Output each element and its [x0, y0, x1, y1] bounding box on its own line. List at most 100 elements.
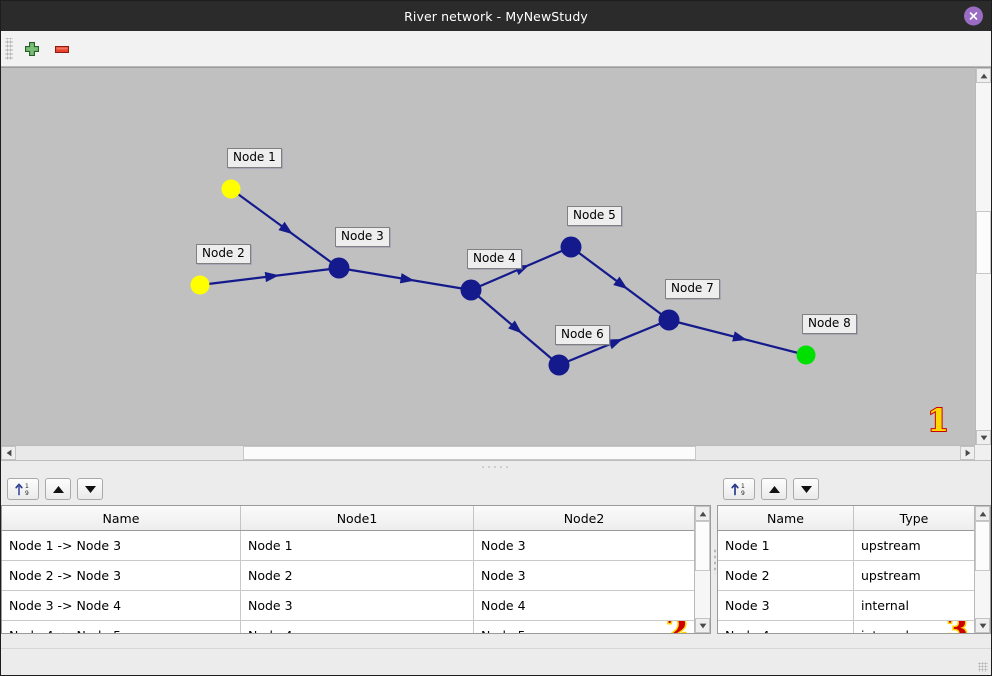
table-cell[interactable]: internal3	[853, 620, 974, 633]
nodes-toolbar: 1 9	[717, 473, 991, 505]
network-node-node-7[interactable]	[658, 309, 680, 331]
nodes-vscroll-track[interactable]	[975, 521, 990, 618]
svg-text:9: 9	[741, 490, 745, 497]
edge-arrow-icon	[732, 331, 748, 342]
column-header-type[interactable]: Type	[853, 506, 974, 531]
table-cell[interactable]: Node 2	[718, 560, 854, 591]
scroll-right-arrow-icon[interactable]	[960, 446, 975, 460]
table-cell[interactable]: Node 1 -> Node 3	[2, 530, 241, 561]
scroll-down-arrow-icon[interactable]	[976, 430, 991, 445]
delete-minus-icon[interactable]	[47, 34, 77, 64]
scroll-up-arrow-icon[interactable]	[976, 68, 991, 83]
title-bar: River network - MyNewStudy	[1, 1, 991, 31]
edge-arrow-icon	[264, 271, 280, 283]
edge-arrow-icon	[607, 338, 623, 350]
annotation-marker-1: 1	[926, 403, 950, 439]
canvas-vscroll-thumb[interactable]	[976, 211, 991, 274]
table-cell[interactable]: upstream	[853, 560, 974, 591]
network-node-node-4[interactable]	[460, 279, 482, 301]
nodes-vertical-scrollbar[interactable]	[974, 506, 990, 633]
table-cell[interactable]: Node 2 -> Node 3	[2, 560, 241, 591]
add-plus-icon[interactable]	[17, 34, 47, 64]
canvas-vscroll-track[interactable]	[976, 83, 991, 430]
canvas-hscroll-track[interactable]	[16, 446, 960, 460]
splitter-grip-icon	[480, 465, 512, 469]
node-label-node-1[interactable]: Node 1	[227, 148, 282, 169]
node-label-node-5[interactable]: Node 5	[567, 206, 622, 227]
toolbar-drag-handle[interactable]	[5, 37, 13, 60]
table-row[interactable]: Node 4internal3	[718, 620, 974, 633]
canvas-horizontal-scrollbar[interactable]	[1, 445, 975, 460]
network-node-node-5[interactable]	[560, 236, 582, 258]
network-node-node-6[interactable]	[548, 354, 570, 376]
table-cell[interactable]: Node 3	[718, 590, 854, 621]
scroll-up-arrow-icon[interactable]	[975, 506, 990, 521]
column-header-node1[interactable]: Node1	[240, 506, 474, 531]
network-node-node-1[interactable]	[221, 179, 241, 199]
reaches-vscroll-track[interactable]	[695, 521, 710, 618]
reaches-pane-footer	[1, 634, 711, 648]
sort-icon[interactable]: 1 9	[7, 478, 39, 500]
table-cell[interactable]: Node 2	[240, 560, 474, 591]
window-resize-grip-icon[interactable]	[978, 662, 988, 672]
network-node-node-8[interactable]	[796, 345, 816, 365]
node-label-node-8[interactable]: Node 8	[802, 314, 857, 335]
edge-arrow-icon	[613, 276, 628, 290]
table-cell[interactable]: Node 1	[718, 530, 854, 561]
network-node-node-3[interactable]	[328, 257, 350, 279]
column-header-name[interactable]: Name	[2, 506, 241, 531]
reaches-vertical-scrollbar[interactable]	[694, 506, 710, 633]
scroll-down-arrow-icon[interactable]	[695, 618, 710, 633]
table-cell[interactable]: Node 4 -> Node 5	[2, 620, 241, 633]
network-node-node-2[interactable]	[190, 275, 210, 295]
arrow-down-icon[interactable]	[77, 478, 103, 500]
svg-text:1: 1	[25, 483, 29, 490]
canvas-vertical-scrollbar[interactable]	[975, 67, 991, 445]
table-cell[interactable]: Node 4	[473, 590, 694, 621]
table-cell[interactable]: internal	[853, 590, 974, 621]
node-label-node-4[interactable]: Node 4	[467, 249, 522, 270]
table-cell[interactable]: Node 3	[473, 530, 694, 561]
river-network-canvas[interactable]: Node 1 Node 2 Node 3 Node 4 Node 5 Node 6 Node…	[1, 67, 975, 445]
node-label-node-7[interactable]: Node 7	[665, 279, 720, 300]
table-cell[interactable]: Node 4	[240, 620, 474, 633]
arrow-up-icon[interactable]	[761, 478, 787, 500]
sort-icon[interactable]: 1 9	[723, 478, 755, 500]
arrow-down-icon[interactable]	[793, 478, 819, 500]
node-label-node-6[interactable]: Node 6	[555, 325, 610, 346]
node-label-node-2[interactable]: Node 2	[196, 244, 251, 265]
table-cell[interactable]: Node 3	[473, 560, 694, 591]
horizontal-splitter[interactable]	[1, 460, 991, 473]
table-cell[interactable]: Node 4	[718, 620, 854, 633]
reaches-vscroll-thumb[interactable]	[695, 521, 710, 572]
node-label-node-3[interactable]: Node 3	[335, 227, 390, 248]
table-cell[interactable]: Node 3 -> Node 4	[2, 590, 241, 621]
arrow-up-icon[interactable]	[45, 478, 71, 500]
scroll-left-arrow-icon[interactable]	[1, 446, 16, 460]
column-header-name[interactable]: Name	[718, 506, 854, 531]
table-cell[interactable]: Node 52	[473, 620, 694, 633]
table-cell[interactable]: Node 1	[240, 530, 474, 561]
table-cell[interactable]: upstream	[853, 530, 974, 561]
column-header-node2[interactable]: Node2	[473, 506, 694, 531]
scroll-up-arrow-icon[interactable]	[695, 506, 710, 521]
nodes-vscroll-thumb[interactable]	[975, 521, 990, 572]
canvas-hscroll-thumb[interactable]	[242, 446, 696, 460]
vertical-splitter[interactable]	[711, 473, 717, 648]
scroll-down-arrow-icon[interactable]	[975, 618, 990, 633]
svg-text:9: 9	[25, 490, 29, 497]
close-icon[interactable]	[964, 6, 983, 26]
table-cell[interactable]: Node 3	[240, 590, 474, 621]
